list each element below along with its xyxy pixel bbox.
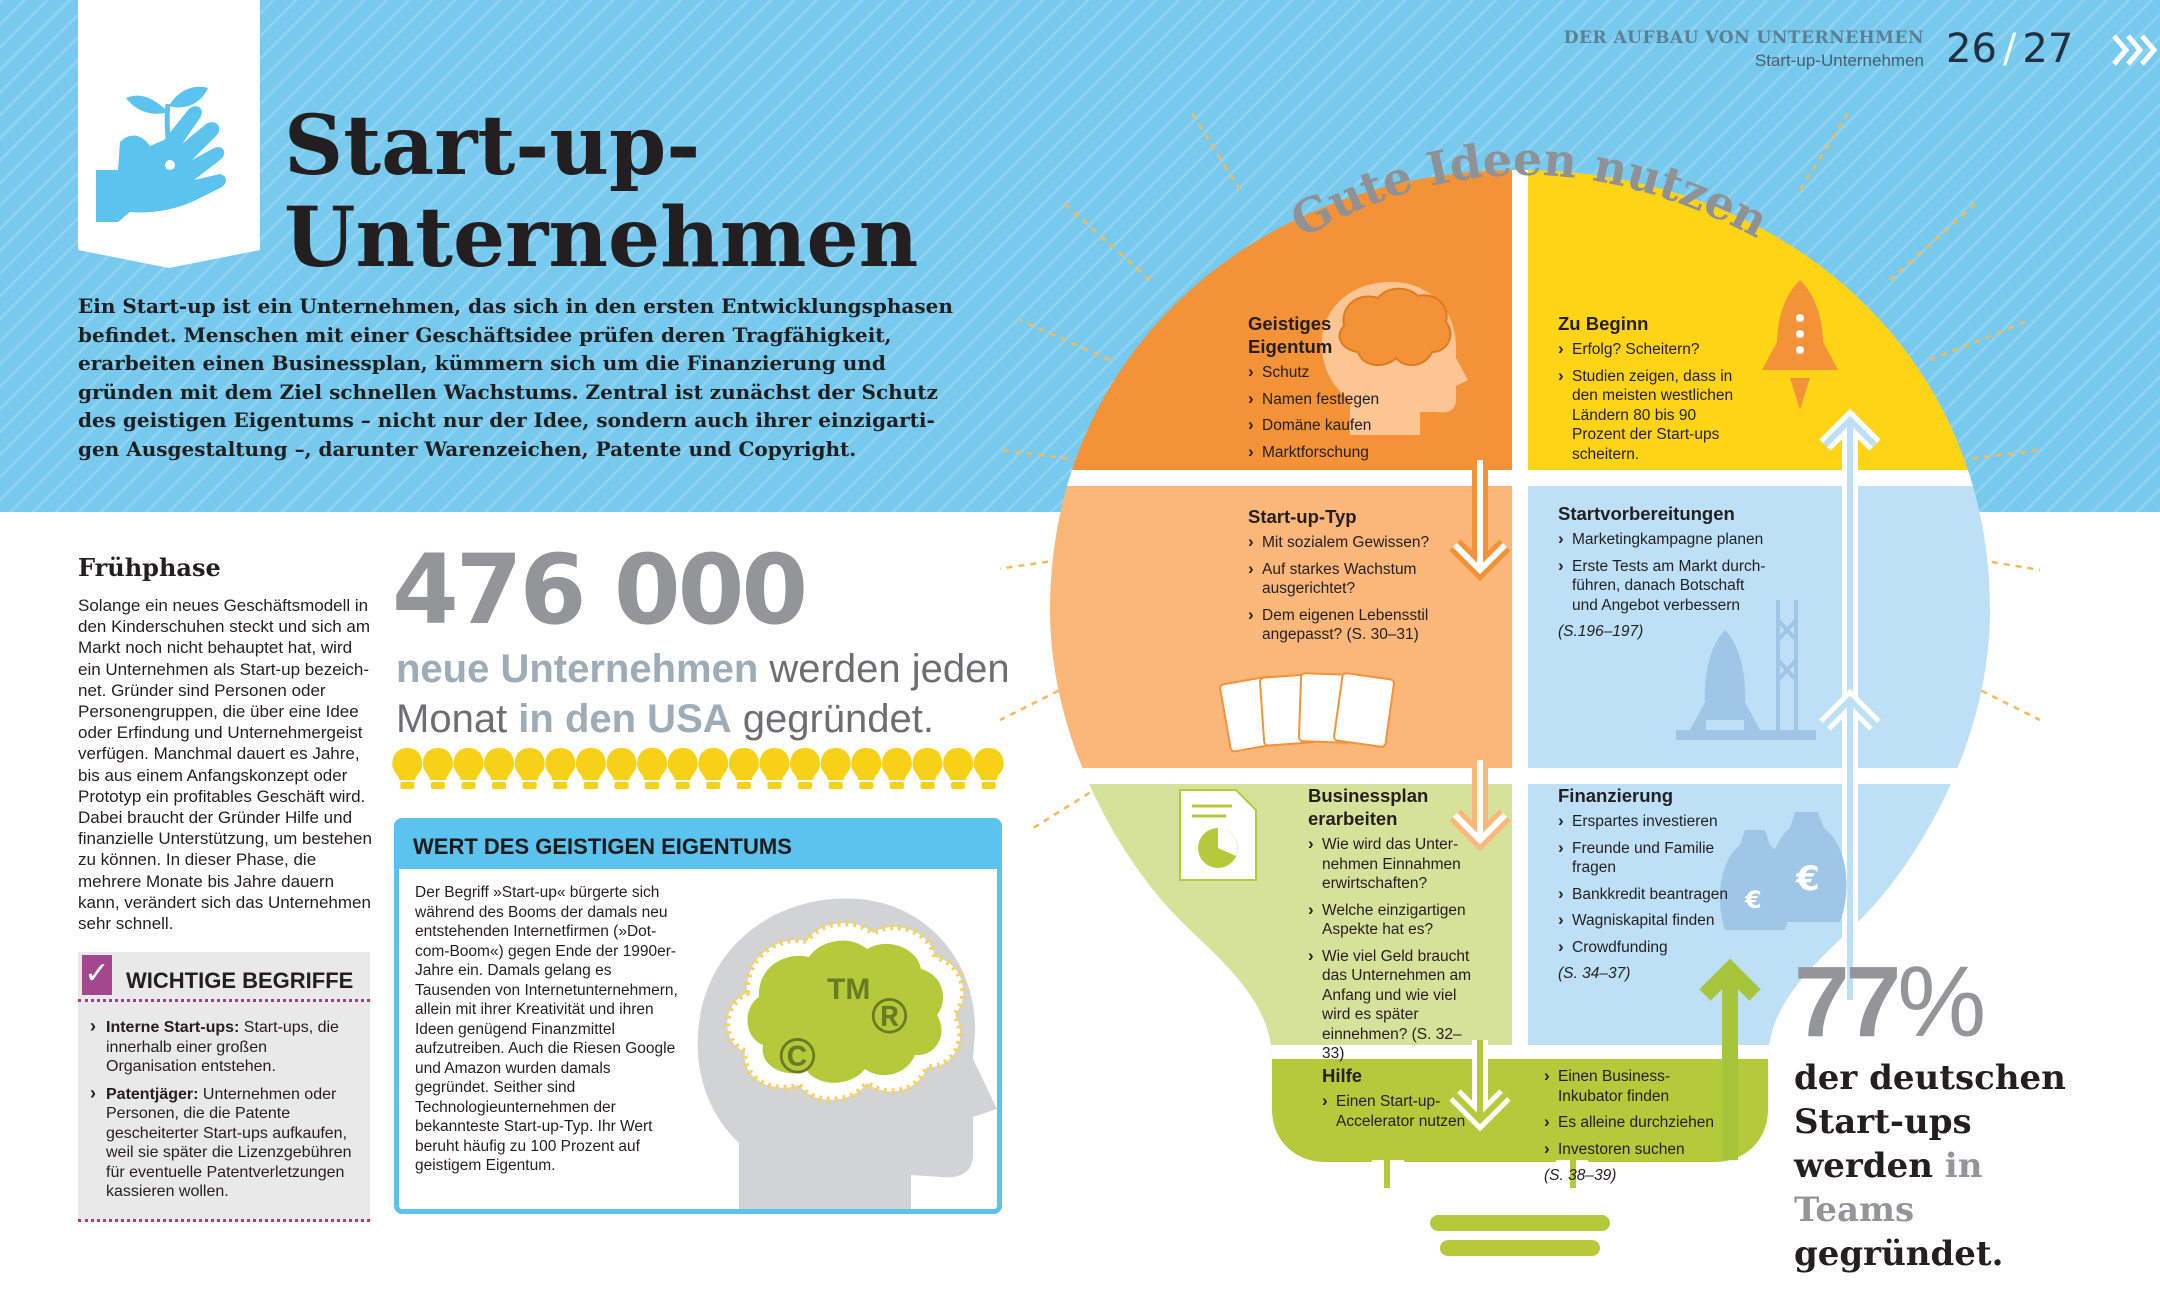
- bulb-base: [1430, 1215, 1610, 1256]
- lightbulb-icon: [606, 748, 637, 789]
- list-item: Marktforschung: [1248, 442, 1408, 463]
- list-item: Patentjäger: Unternehmen oder Personen, …: [90, 1084, 362, 1202]
- page-number-left: 26: [1946, 26, 1997, 72]
- lightbulb-icon: [545, 748, 576, 789]
- lightbulb-icon: [453, 748, 484, 789]
- list-item: Crowdfunding: [1558, 937, 1728, 958]
- list-item: Welche einzigartigen Aspekte hat es?: [1308, 900, 1478, 940]
- lightbulb-icon: [759, 748, 790, 789]
- euro-symbol: €: [1744, 886, 1762, 914]
- wert-box: WERT DES GEISTIGEN EIGENTUMS Der Begriff…: [394, 818, 1002, 1214]
- rocket-icon: [1762, 280, 1838, 410]
- section-startvorbereitungen: Startvorbereitungen Marketingkampagne pl…: [1558, 502, 1768, 641]
- stat-number-usa: 476 000: [392, 534, 808, 646]
- fruehphase-heading: Frühphase: [78, 553, 221, 582]
- page-numbers: 26/27: [1946, 26, 2073, 72]
- list-item: Marketingkampagne planen: [1558, 529, 1768, 550]
- head-profile-icon: TM ® ©: [697, 898, 997, 1209]
- wichtige-begriffe-header: [78, 952, 370, 1002]
- intro-text: Ein Start-up ist ein Unternehmen, das si…: [78, 294, 953, 461]
- lightbulb-icon: [943, 748, 974, 789]
- checkmark-icon: ✓: [82, 955, 112, 995]
- lightbulb-icon: [973, 748, 1004, 789]
- trademark-symbol: TM: [827, 973, 870, 1006]
- section-zu-beginn: Zu Beginn Erfolg? Scheitern? Studien zei…: [1558, 312, 1738, 471]
- lightbulb-icon: [514, 748, 545, 789]
- flow-arrows: [1449, 408, 1881, 1160]
- percent-sign: %: [1897, 946, 1986, 1058]
- copyright-symbol: ©: [779, 1028, 816, 1084]
- wert-body: Der Begriff »Start-up« bürgerte sich wäh…: [415, 884, 678, 1174]
- hand-sprout-icon: [78, 0, 260, 268]
- page-number-right: 27: [2022, 26, 2074, 72]
- list-item: Dem eigenen Lebensstil angepasst? (S. 30…: [1248, 605, 1458, 645]
- wert-header: [399, 823, 997, 869]
- fruehphase-body: Solange ein neues Geschäftsmodell in den…: [78, 596, 372, 934]
- list-item: Einen Business-Inkubator finden: [1544, 1066, 1724, 1106]
- lightbulb-icon: [820, 748, 851, 789]
- list-item: Domäne kaufen: [1248, 415, 1408, 436]
- page-title: Start-up- Unternehmen: [284, 98, 919, 286]
- begriffe-list: Interne Start-ups: Start-ups, die innerh…: [90, 1017, 362, 1210]
- list-item: Schutz: [1248, 362, 1408, 383]
- lightbulb-icon: [667, 748, 698, 789]
- page-reference: (S.196–197): [1558, 623, 1644, 640]
- list-item: Freunde und Familie fragen: [1558, 838, 1728, 878]
- lightbulb-icon: [698, 748, 729, 789]
- lightbulb-icon: [575, 748, 606, 789]
- list-item: Namen festlegen: [1248, 389, 1408, 410]
- page-reference: (S. 38–39): [1544, 1167, 1617, 1184]
- wert-title: WERT DES GEISTIGEN EIGENTUMS: [413, 834, 792, 859]
- chevrons-right-icon: [2112, 34, 2158, 66]
- running-header: DER AUFBAU VON UNTERNEHMEN Start-up-Unte…: [1564, 28, 1924, 71]
- list-item: Wie viel Geld braucht das Unternehmen am…: [1308, 946, 1478, 1064]
- lightbulb-icon: [422, 748, 453, 789]
- lightbulb-icon: [637, 748, 668, 789]
- handshake-icon: [1372, 1160, 1588, 1188]
- list-item: Auf starkes Wachstum ausgerichtet?: [1248, 559, 1458, 599]
- list-item: Bankkredit beantragen: [1558, 884, 1728, 905]
- lightbulb-icon: [392, 748, 423, 789]
- section-finanzierung: Finanzierung Erspartes investieren Freun…: [1558, 784, 1728, 983]
- stat-number-germany: 77: [1794, 946, 1901, 1058]
- lightbulb-icon: [484, 748, 515, 789]
- stat-caption-usa: neue Unternehmen werden jeden Monat in d…: [396, 647, 1010, 741]
- list-item: Mit sozialem Gewissen?: [1248, 532, 1458, 553]
- section-startup-typ: Start-up-Typ Mit sozialem Gewissen? Auf …: [1248, 505, 1458, 652]
- list-item: Wie wird das Unter­nehmen Einnahmen erwi…: [1308, 834, 1478, 894]
- subsection-title: Start-up-Unternehmen: [1754, 51, 1924, 70]
- wichtige-begriffe-title: WICHTIGE BEGRIFFE: [126, 968, 354, 993]
- lightbulb-icon: [728, 748, 759, 789]
- document-chart-icon: [1179, 789, 1257, 881]
- section-hilfe-options: Einen Business-Inkubator finden Es allei…: [1544, 1062, 1724, 1185]
- lightbulb-icon: [881, 748, 912, 789]
- list-item: Erspartes investieren: [1558, 811, 1728, 832]
- lightbulb-icon: [912, 748, 943, 789]
- list-item: Einen Start-up-Accelerator nutzen: [1322, 1091, 1472, 1131]
- list-item: Erste Tests am Markt durch­führen, danac…: [1558, 556, 1768, 616]
- euro-symbol: €: [1795, 859, 1820, 899]
- list-item: Studien zeigen, dass in den meisten west…: [1558, 366, 1738, 465]
- list-item: Interne Start-ups: Start-ups, die innerh…: [90, 1017, 362, 1077]
- page-reference: (S. 34–37): [1558, 965, 1631, 982]
- section-title: DER AUFBAU VON UNTERNEHMEN: [1563, 28, 1924, 48]
- section-hilfe: Hilfe Einen Start-up-Accelerator nutzen: [1322, 1064, 1472, 1138]
- list-item: Wagniskapital finden: [1558, 910, 1728, 931]
- lightbulb-icon: [851, 748, 882, 789]
- list-item: Erfolg? Scheitern?: [1558, 339, 1738, 360]
- list-item: Investoren suchen: [1544, 1139, 1724, 1160]
- lightbulb-row: [392, 748, 1004, 789]
- page-separator: /: [2002, 26, 2017, 72]
- registered-symbol: ®: [871, 988, 908, 1044]
- lightbulb-icon: [790, 748, 821, 789]
- stat-caption-germany: der deutschen Start-ups werden in Teams …: [1794, 1058, 2066, 1274]
- list-item: Es alleine durchziehen: [1544, 1112, 1724, 1133]
- rocket-launch-icon: [1676, 600, 1816, 740]
- money-bags-icon: € €: [1720, 812, 1847, 930]
- stat-germany: 77% der deutschen Start-ups werden in Te…: [1794, 952, 2094, 1276]
- playing-cards-icon: [1219, 672, 1395, 753]
